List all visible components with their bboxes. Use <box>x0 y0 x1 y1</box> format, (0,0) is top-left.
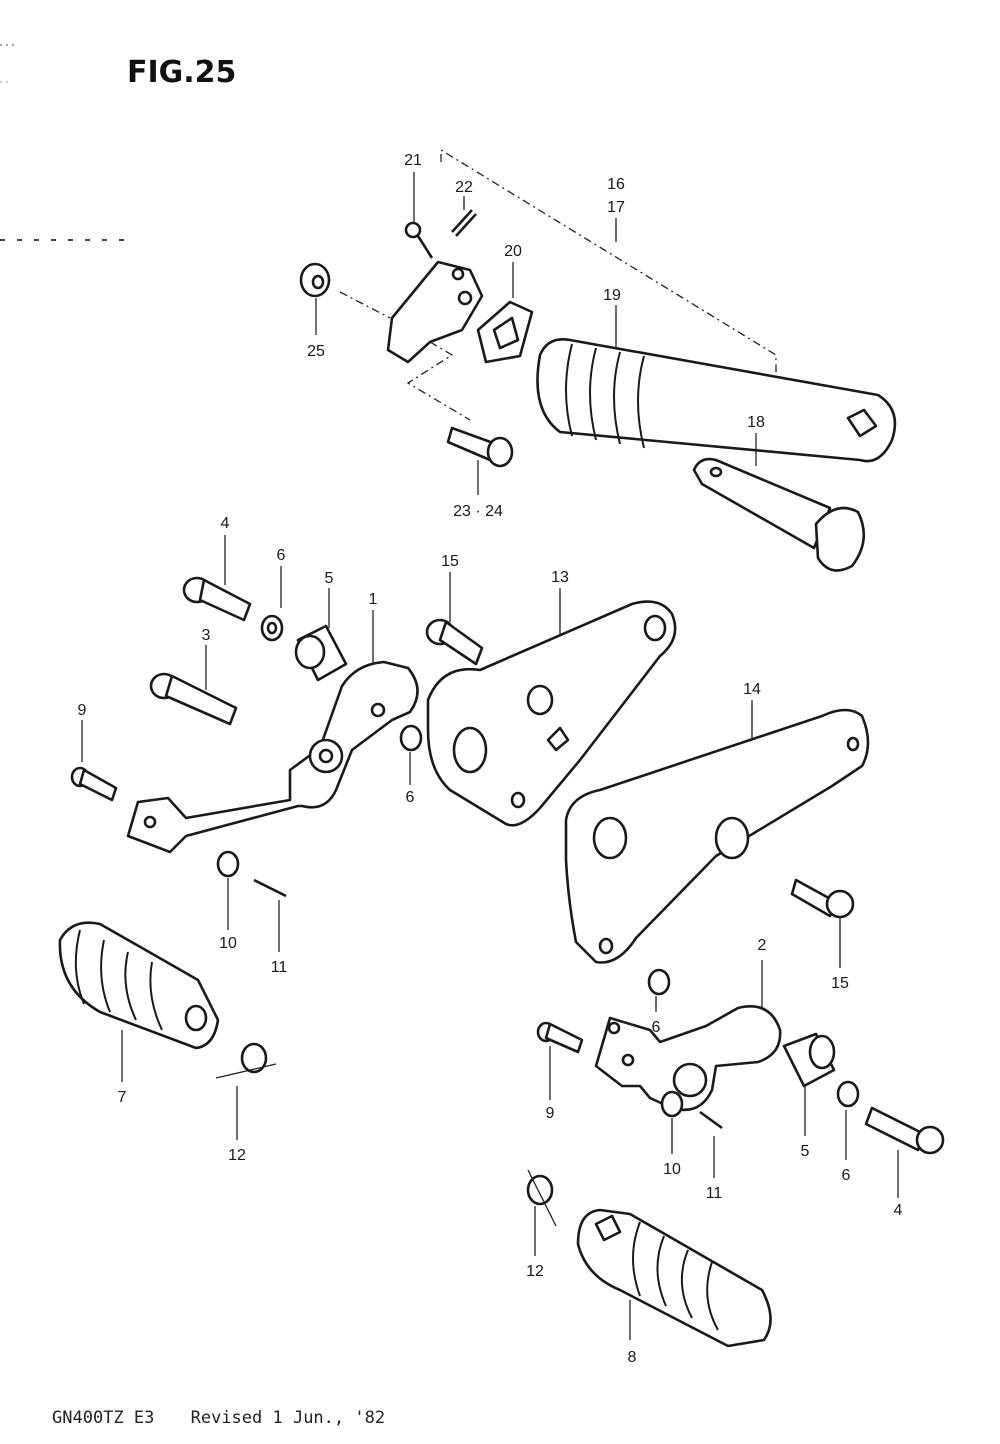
part-3-bolt <box>149 645 238 726</box>
part-10-washer-right <box>660 1090 684 1154</box>
callout-18: 18 <box>747 414 765 431</box>
revision-date: Revised 1 Jun., '82 <box>190 1408 386 1428</box>
callout-6c: 6 <box>652 1019 661 1036</box>
footer: GN400TZ E3 Revised 1 Jun., '82 <box>52 1408 411 1428</box>
callout-labels: 21 22 16 17 20 19 25 18 23 · 24 4 6 5 15… <box>78 152 903 1366</box>
figure-title: FIG.25 <box>127 55 237 90</box>
part-15-bolt-upper <box>425 572 484 666</box>
callout-14: 14 <box>743 681 761 698</box>
part-1-brake-pedal <box>126 610 419 854</box>
footrest-holder-bracket <box>386 260 484 421</box>
part-4-bolt-upper <box>182 535 252 622</box>
callout-1: 1 <box>369 591 378 608</box>
callout-7: 7 <box>118 1089 127 1106</box>
part-6-washer-upper <box>260 566 284 642</box>
callout-16: 16 <box>607 176 625 193</box>
part-6-washer-right <box>647 968 671 1012</box>
callout-25: 25 <box>307 343 325 360</box>
callout-3: 3 <box>202 627 211 644</box>
callout-6d: 6 <box>842 1167 851 1184</box>
callout-9b: 9 <box>546 1105 555 1122</box>
part-13-left-bracket <box>426 588 677 827</box>
part-4-bolt-lower <box>864 1106 945 1198</box>
part-20-plate <box>476 262 534 364</box>
part-6-washer-right-lower <box>836 1080 860 1160</box>
part-12-spring-left <box>215 1042 277 1140</box>
callout-17: 17 <box>607 199 625 216</box>
scan-noise <box>0 44 130 241</box>
callout-15b: 15 <box>831 975 849 992</box>
callout-23-24: 23 · 24 <box>453 503 503 520</box>
callout-11b: 11 <box>706 1185 723 1202</box>
callout-9: 9 <box>78 702 87 719</box>
part-19-footrest-rubber <box>536 305 897 463</box>
callout-6b: 6 <box>406 789 415 806</box>
callout-12b: 12 <box>526 1263 544 1280</box>
part-9-pin-left <box>70 720 118 802</box>
callout-22: 22 <box>455 179 473 196</box>
callout-13: 13 <box>551 569 569 586</box>
part-10-washer-left <box>216 850 240 930</box>
part-11-cotter-left <box>253 878 287 952</box>
part-14-right-bracket <box>564 700 870 964</box>
part-25-washer <box>299 262 391 335</box>
part-12-spring-right <box>526 1169 557 1256</box>
part-11-cotter-right <box>699 1110 723 1178</box>
callout-19: 19 <box>603 287 621 304</box>
part-7-left-footrest <box>58 921 220 1082</box>
part-21-pin <box>404 172 434 259</box>
callout-12: 12 <box>228 1147 246 1164</box>
part-8-right-footrest <box>576 1208 772 1348</box>
part-15-bolt-lower <box>790 878 855 968</box>
callout-4b: 4 <box>894 1202 903 1219</box>
callout-5b: 5 <box>801 1143 810 1160</box>
callout-21: 21 <box>404 152 422 169</box>
callout-2: 2 <box>758 937 767 954</box>
callout-15: 15 <box>441 553 459 570</box>
callout-10: 10 <box>219 935 237 952</box>
callout-8: 8 <box>628 1349 637 1366</box>
callout-10b: 10 <box>663 1161 681 1178</box>
part-23-24-bolt <box>446 426 514 495</box>
part-5-bushing-upper <box>294 588 348 682</box>
callout-5: 5 <box>325 570 334 587</box>
part-2-shift-lever <box>594 960 782 1112</box>
part-5-bushing-right <box>782 1032 836 1136</box>
part-9-pin-right <box>536 1021 584 1100</box>
callout-6: 6 <box>277 547 286 564</box>
callout-11: 11 <box>271 959 288 976</box>
part-18-footrest-shaft <box>692 433 866 572</box>
part-22-cotter-pin <box>451 196 477 237</box>
model-code: GN400TZ E3 <box>52 1408 155 1428</box>
callout-20: 20 <box>504 243 522 260</box>
callout-4: 4 <box>221 515 230 532</box>
part-6-washer-mid <box>399 724 423 785</box>
